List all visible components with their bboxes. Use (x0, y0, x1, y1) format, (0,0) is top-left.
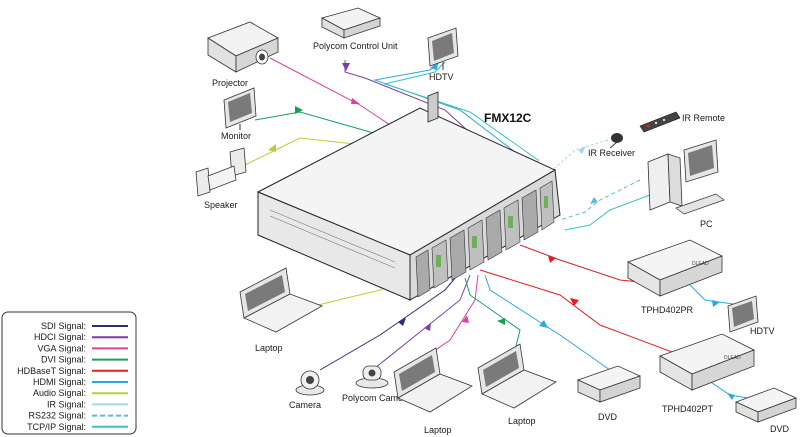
ir-remote-icon (639, 111, 681, 133)
arrow-camera (398, 318, 406, 326)
projector-icon (207, 21, 279, 73)
legend-label: SDI Signal: (41, 321, 86, 331)
tphd402pt-icon: DLEAD (659, 333, 755, 391)
arrow-projector (351, 98, 360, 104)
monitor-icon (223, 87, 257, 130)
arrow-dvd-right (727, 393, 735, 400)
signal-arrows (268, 62, 735, 400)
arrow-hdbaset-pr (548, 255, 556, 263)
chassis-vents (269, 209, 396, 269)
line-hdmi-dvd-mid (484, 274, 611, 371)
tphd402pt-badge: DLEAD (724, 355, 741, 361)
legend-item: DVI Signal: (41, 355, 128, 365)
arrow-speaker (268, 144, 276, 152)
chassis-title: FMX12C (484, 111, 532, 125)
dvd-mid-icon (576, 365, 642, 403)
arrow-monitor (295, 106, 303, 114)
projector-label: Projector (212, 78, 248, 88)
legend-item: Audio Signal: (33, 388, 128, 398)
legend-rows: SDI Signal:HDCI Signal:VGA Signal: DVI Si… (17, 321, 128, 432)
arrow-polycom-control (342, 63, 350, 71)
monitor-label: Monitor (221, 131, 251, 141)
pc-icon (647, 139, 725, 215)
line-hdbaset-pt (479, 269, 681, 356)
hdtv-top-icon (427, 27, 459, 70)
dvd-right-icon (734, 387, 798, 423)
arrow-laptop-right (497, 318, 505, 325)
dvd-right-label: DVD (770, 424, 790, 434)
ir-remote-label: IR Remote (682, 113, 725, 123)
speaker-label: Speaker (204, 200, 238, 210)
dvd-mid-label: DVD (598, 412, 618, 422)
hdtv-right-icon (727, 295, 759, 333)
speaker-icon (195, 147, 247, 197)
arrow-hdbaset-pt (570, 298, 579, 306)
line-dvi-laptop-right (464, 277, 521, 351)
laptop-right-icon (477, 343, 557, 409)
camera-icon (295, 370, 325, 396)
pc-label: PC (700, 219, 713, 229)
arrow-dvd-mid (539, 320, 548, 328)
laptop-left-label: Laptop (255, 343, 283, 353)
tphd402pr-label: TPHD402PR (641, 305, 694, 315)
laptop-right-label: Laptop (508, 416, 536, 426)
card-slots (415, 180, 555, 298)
line-hdmi-pr-hdtv (689, 284, 741, 306)
legend-label: DVI Signal: (41, 355, 86, 365)
legend-label: IR Signal: (47, 399, 86, 409)
card-boards (436, 196, 548, 267)
legend-label: HDMI Signal: (33, 377, 86, 387)
legend-item: VGA Signal: (37, 343, 128, 353)
polycom-camera-label: Polycom Camera (342, 393, 411, 403)
legend-item: HDBaseT Signal: (17, 366, 128, 376)
hdtv-top-label: HDTV (429, 72, 454, 82)
ir-receiver-label: IR Receiver (588, 148, 635, 158)
tphd402pt-label: TPHD402PT (662, 404, 714, 414)
arrow-ir (578, 146, 586, 154)
polycom-camera-icon (355, 365, 389, 389)
line-vga-laptop-mid (427, 274, 479, 356)
polycom-control-unit-icon (320, 7, 382, 39)
polycom-control-unit-label: Polycom Control Unit (313, 41, 398, 51)
tphd402pr-icon: DLEAD (627, 239, 723, 297)
line-sdi-camera (319, 269, 463, 371)
laptop-mid-label: Laptop (424, 425, 452, 435)
arrow-pc (590, 197, 598, 204)
laptop-left-icon (239, 267, 323, 333)
legend-item: HDMI Signal: (33, 377, 128, 387)
legend-label: VGA Signal: (37, 343, 86, 353)
legend-item: SDI Signal: (41, 321, 128, 331)
legend-item: TCP/IP Signal: (27, 422, 128, 432)
legend-item: HDCI Signal: (34, 332, 128, 342)
legend-label: HDCI Signal: (34, 332, 86, 342)
legend-label: RS232 Signal: (28, 411, 86, 421)
line-rs232-pc (559, 179, 641, 221)
arrow-polycom-camera (424, 323, 431, 331)
legend-label: Audio Signal: (33, 388, 86, 398)
fmx12c-chassis (256, 91, 561, 301)
legend-item: RS232 Signal: (28, 411, 128, 421)
arrow-hdtv-right (712, 300, 720, 307)
line-hdbaset-pr (519, 244, 641, 283)
arrow-laptop-mid (462, 315, 469, 323)
legend-label: HDBaseT Signal: (17, 366, 86, 376)
legend-label: TCP/IP Signal: (27, 422, 86, 432)
hdtv-right-label: HDTV (750, 326, 775, 336)
line-hdci-polycom-camera (369, 274, 471, 373)
camera-label: Camera (289, 400, 321, 410)
laptop-mid-icon (393, 347, 473, 413)
tphd402pr-badge: DLEAD (692, 261, 709, 267)
line-tcpip-pc (564, 194, 651, 231)
legend-item: IR Signal: (47, 399, 128, 409)
signal-legend: SDI Signal:HDCI Signal:VGA Signal: DVI Si… (1, 311, 137, 435)
chassis-ear (427, 91, 439, 123)
ir-receiver-icon (609, 133, 623, 149)
